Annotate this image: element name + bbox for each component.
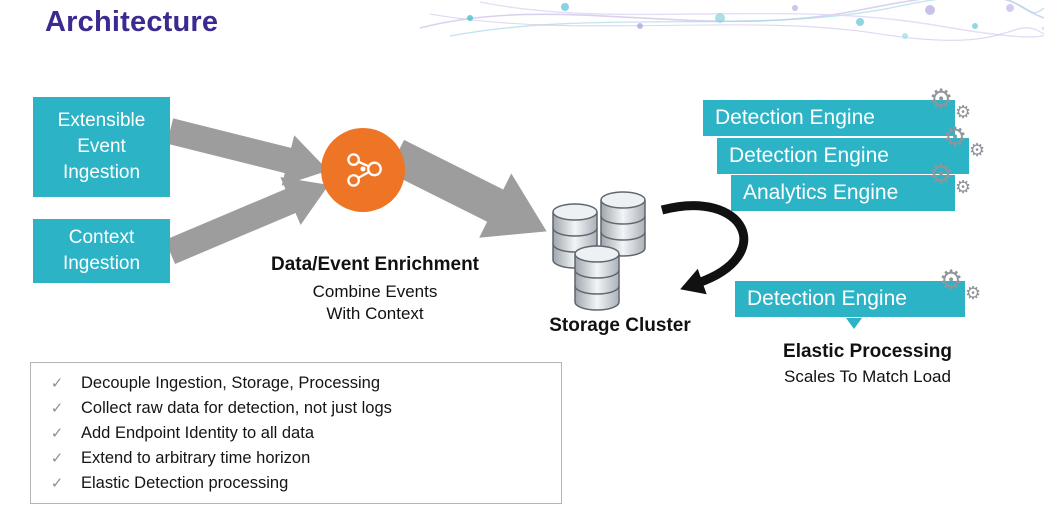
checklist-item-text: Add Endpoint Identity to all data: [81, 424, 314, 442]
callout-pointer: [846, 318, 862, 329]
gears-icon: ⚙ ⚙: [929, 84, 987, 136]
analytics-engine-box: Analytics Engine ⚙ ⚙: [731, 159, 971, 211]
extensible-event-ingestion-box: Extensible Event Ingestion: [33, 97, 170, 197]
arrow-extensible-to-enrichment: [166, 118, 329, 186]
checkmark-icon: ✓: [50, 400, 64, 417]
box-label: Context Ingestion: [62, 226, 141, 274]
checklist-item-text: Collect raw data for detection, not just…: [81, 399, 392, 417]
gear-icon: ⚙: [969, 140, 986, 160]
checkmark-icon: ✓: [50, 375, 64, 392]
gear-icon: ⚙: [943, 122, 968, 152]
checklist-item: ✓ Elastic Detection processing: [43, 471, 561, 496]
checklist-item: ✓ Extend to arbitrary time horizon: [43, 446, 561, 471]
key-points-panel: ✓ Decouple Ingestion, Storage, Processin…: [30, 362, 562, 504]
gears-icon: ⚙ ⚙: [939, 265, 997, 317]
enrichment-caption: Data/Event Enrichment Combine Events Wit…: [240, 254, 510, 326]
database-cluster-icon: [552, 191, 646, 311]
gear-icon: ⚙: [955, 177, 972, 197]
enrichment-node: [321, 128, 405, 212]
gear-icon: ⚙: [955, 102, 972, 122]
context-ingestion-box: Context Ingestion: [33, 219, 170, 283]
arrow-enrichment-to-storage: [387, 139, 547, 238]
gear-icon: ⚙: [965, 283, 982, 303]
engine-label: Analytics Engine: [743, 181, 899, 204]
checkmark-icon: ✓: [50, 425, 64, 442]
enrichment-title: Data/Event Enrichment: [271, 254, 479, 275]
network-nodes-icon: [347, 153, 382, 187]
engine-label: Detection Engine: [715, 106, 875, 129]
engine-label: Detection Engine: [747, 287, 907, 310]
engine-label: Detection Engine: [729, 144, 889, 167]
checkmark-icon: ✓: [50, 450, 64, 467]
storage-cluster-label: Storage Cluster: [549, 315, 691, 336]
elastic-detection-engine-box: Detection Engine ⚙ ⚙: [735, 265, 981, 317]
checklist-item: ✓ Decouple Ingestion, Storage, Processin…: [43, 371, 561, 396]
elastic-processing-title: Elastic Processing: [783, 341, 952, 362]
checklist-item: ✓ Add Endpoint Identity to all data: [43, 421, 561, 446]
elastic-processing-subtitle: Scales To Match Load: [784, 367, 951, 386]
box-label: Extensible Event Ingestion: [57, 109, 146, 184]
gears-icon: ⚙ ⚙: [943, 122, 1001, 174]
enrichment-subtitle-2: With Context: [326, 304, 424, 324]
arrow-context-to-enrichment: [164, 177, 329, 264]
detection-engine-box-1: Detection Engine ⚙ ⚙: [703, 84, 971, 136]
enrichment-subtitle-1: Combine Events: [312, 282, 438, 301]
elastic-processing-caption: Elastic Processing Scales To Match Load: [745, 341, 990, 387]
detection-engine-box-2: Detection Engine ⚙ ⚙: [717, 122, 985, 174]
page-title: Architecture: [45, 6, 219, 38]
checklist-item-text: Extend to arbitrary time horizon: [81, 449, 311, 467]
gear-icon: ⚙: [929, 84, 954, 114]
checklist-item-text: Decouple Ingestion, Storage, Processing: [81, 374, 381, 392]
gears-icon: ⚙ ⚙: [929, 159, 987, 211]
gear-icon: ⚙: [939, 265, 964, 295]
checklist-item-text: Elastic Detection processing: [81, 474, 289, 492]
checkmark-icon: ✓: [50, 475, 64, 492]
gear-icon: ⚙: [929, 159, 954, 189]
checklist-item: ✓ Collect raw data for detection, not ju…: [43, 396, 561, 421]
